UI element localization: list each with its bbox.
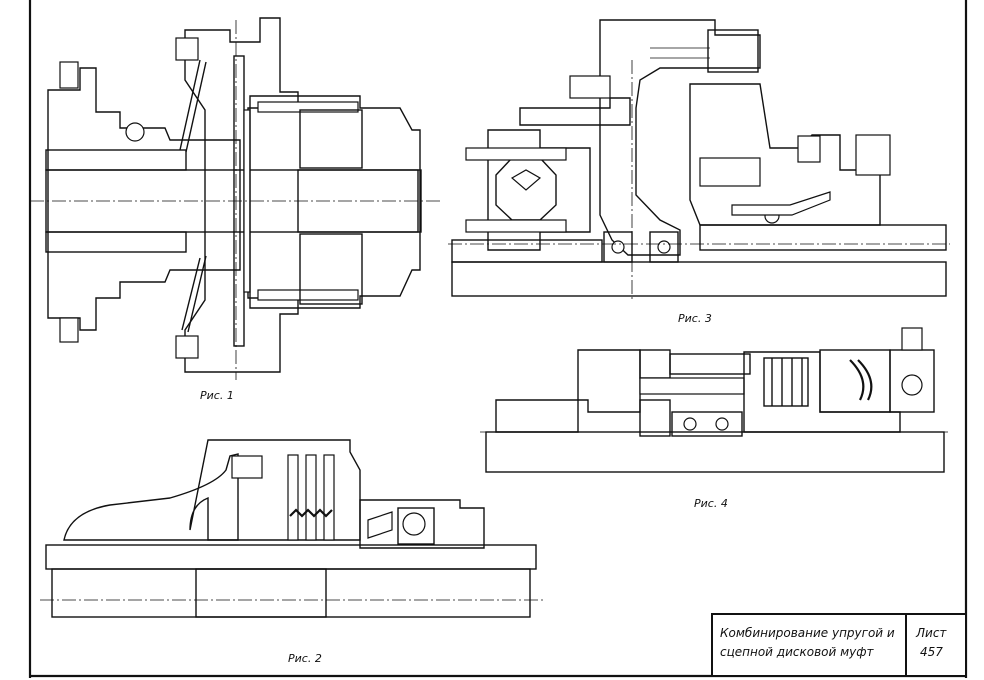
ball (125, 122, 145, 142)
figure-3-caption: Рис. 3 (678, 312, 712, 325)
figure-2-drawing (40, 439, 546, 618)
sheet-label: Лист (915, 626, 947, 640)
figure-1-drawing (30, 17, 440, 380)
sheet-frame (28, 0, 968, 678)
figure-1-caption: Рис. 1 (200, 389, 234, 402)
figure-4-drawing (480, 327, 948, 473)
sheet-number: 457 (920, 645, 943, 659)
bolt-head (59, 61, 79, 89)
figure-3-drawing (448, 19, 950, 300)
figure-4-caption: Рис. 4 (694, 497, 728, 510)
title-line-1: Комбинирование упругой и (720, 626, 895, 640)
flywheel-rim (63, 453, 239, 541)
title-block (711, 613, 967, 677)
bolt-head (59, 317, 79, 343)
elastic-element (299, 233, 363, 305)
title-line-2: сцепной дисковой муфт (720, 645, 875, 659)
elastic-element (299, 109, 363, 169)
figure-2-caption: Рис. 2 (288, 652, 322, 665)
